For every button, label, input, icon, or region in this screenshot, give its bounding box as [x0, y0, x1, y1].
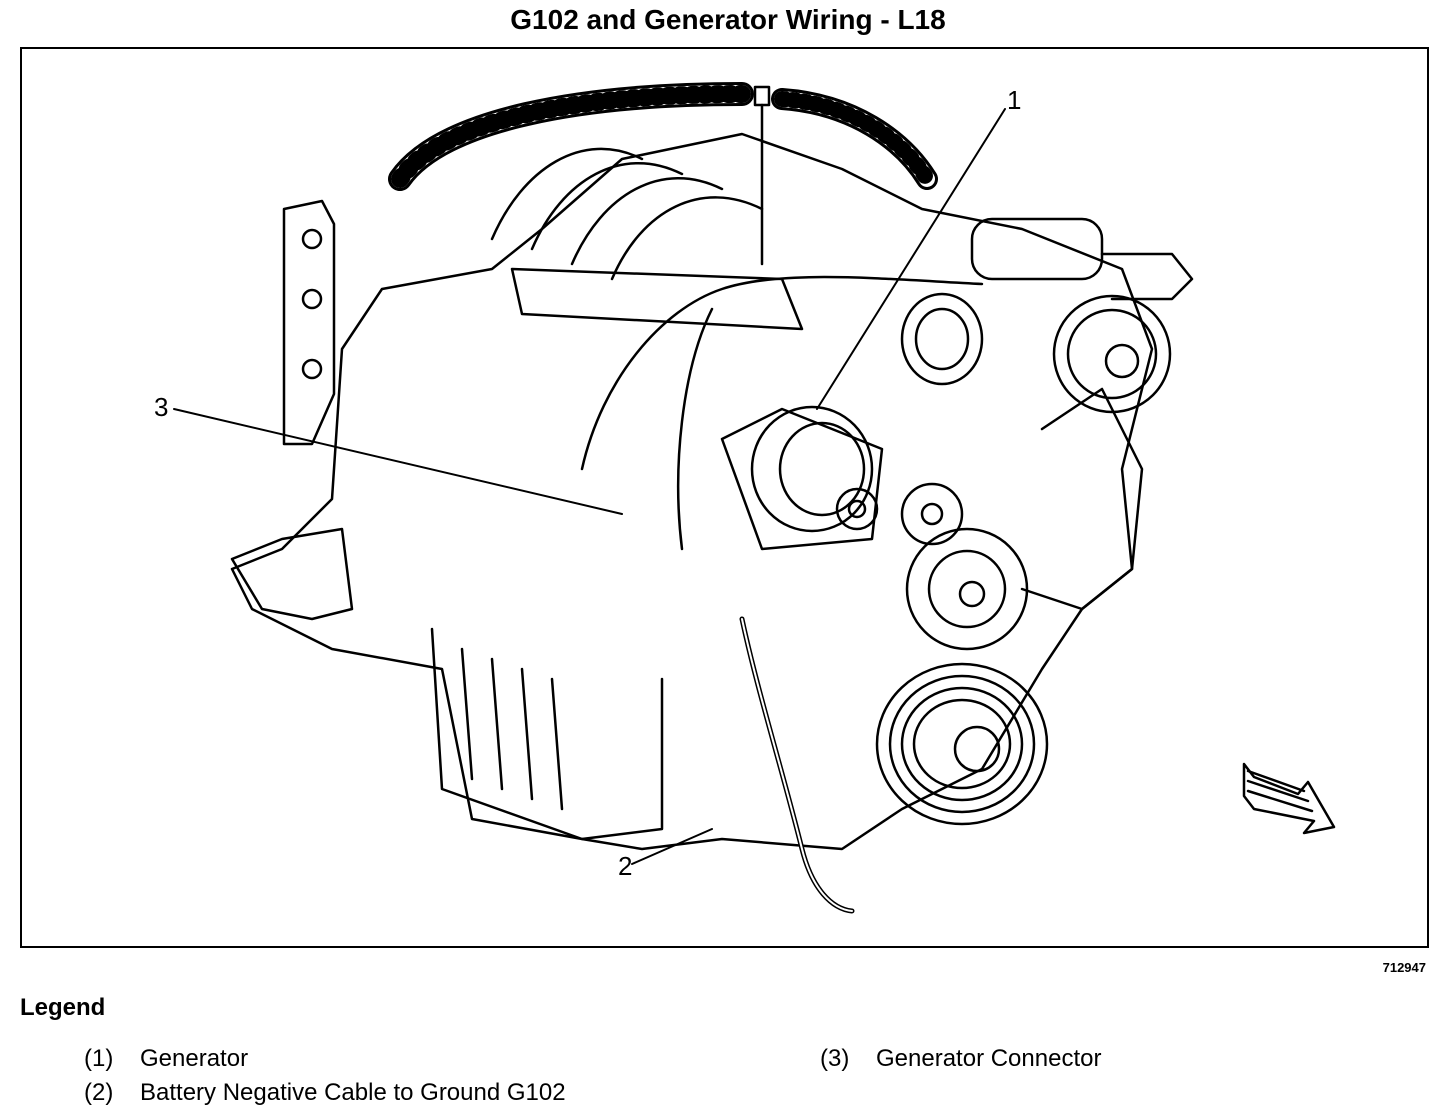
callout-leaders — [173, 108, 1006, 865]
bolt — [753, 85, 771, 266]
upper-hose — [388, 82, 938, 191]
legend-item-3: (3) Generator Connector — [820, 1045, 1101, 1073]
diagram-title: G102 and Generator Wiring - L18 — [510, 4, 946, 35]
legend-number: (2) — [84, 1079, 114, 1106]
battery-negative-cable — [739, 616, 855, 914]
generator — [720, 405, 884, 551]
throttle-body — [900, 217, 1194, 386]
rear-bracket — [282, 199, 336, 446]
legend-label: Generator Connector — [876, 1045, 1102, 1072]
engine-block — [230, 132, 1154, 851]
callout-2: 2 — [618, 851, 632, 881]
wiring-harness — [580, 275, 984, 471]
engine-illustration: 1 2 3 — [154, 82, 1336, 914]
oil-pan — [430, 627, 664, 841]
water-pump-pulley — [900, 482, 1029, 651]
legend-heading: Legend — [20, 994, 106, 1021]
legend-item-2: (2) Battery Negative Cable to Ground G102 — [84, 1079, 566, 1107]
legend-label: Battery Negative Cable to Ground G102 — [140, 1079, 566, 1106]
diagram-frame: 1 2 3 — [20, 47, 1429, 948]
legend-label: Generator — [140, 1045, 249, 1072]
legend-number: (1) — [84, 1045, 114, 1072]
legend-item-1: (1) Generator — [84, 1045, 248, 1073]
legend-number: (3) — [820, 1045, 850, 1072]
figure-id: 712947 — [1382, 960, 1426, 975]
intake-manifold — [490, 147, 804, 331]
compressor-pulley — [1052, 294, 1172, 414]
front-direction-arrow — [1242, 762, 1336, 835]
crankshaft-pulley — [875, 662, 1049, 826]
exhaust-manifold — [230, 527, 354, 621]
front-cover — [1020, 387, 1144, 611]
callout-1: 1 — [1007, 85, 1021, 115]
callout-3: 3 — [154, 392, 168, 422]
